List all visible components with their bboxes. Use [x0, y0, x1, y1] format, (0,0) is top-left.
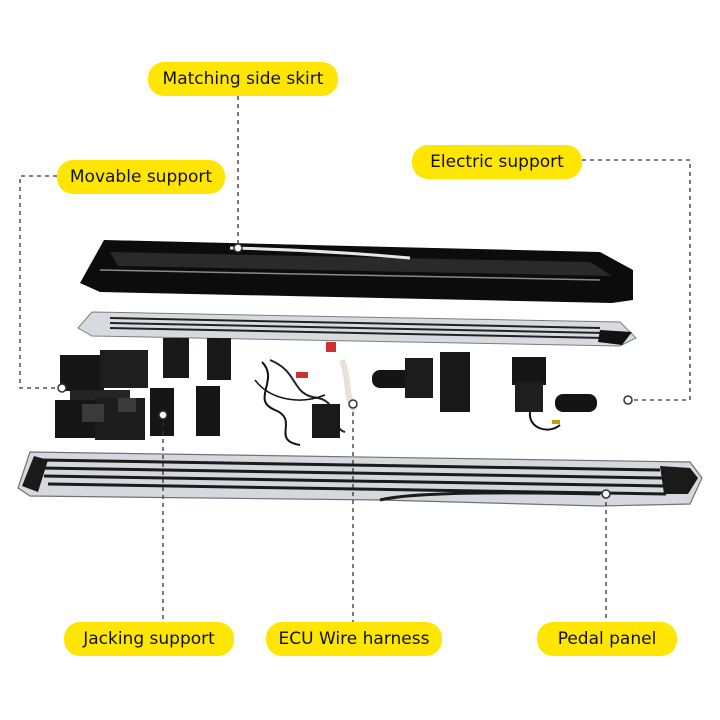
side-skirt-part	[80, 240, 633, 303]
label-jacking-support: Jacking support	[64, 622, 234, 656]
dot-pedal	[601, 489, 611, 499]
label-ecu-wire-harness: ECU Wire harness	[266, 622, 442, 656]
dot-side-skirt	[233, 243, 243, 253]
dot-jacking	[158, 410, 168, 420]
label-electric-support: Electric support	[412, 145, 582, 179]
label-movable-support: Movable support	[57, 160, 225, 194]
electric-support-part	[372, 352, 597, 431]
dot-ecu	[348, 399, 358, 409]
leader-movable	[19, 175, 62, 389]
dot-electric	[623, 395, 633, 405]
movable-support-part	[55, 350, 148, 440]
label-pedal-panel: Pedal panel	[537, 622, 677, 656]
ecu-harness-part	[254, 342, 358, 446]
leader-lines	[19, 96, 691, 622]
label-matching-side-skirt: Matching side skirt	[148, 62, 338, 96]
jacking-support-part	[150, 338, 231, 436]
dot-movable	[57, 383, 67, 393]
leader-electric	[582, 159, 691, 401]
leader-dots	[57, 243, 633, 499]
upper-pedal-part	[77, 311, 637, 347]
pedal-panel-part	[17, 451, 703, 507]
